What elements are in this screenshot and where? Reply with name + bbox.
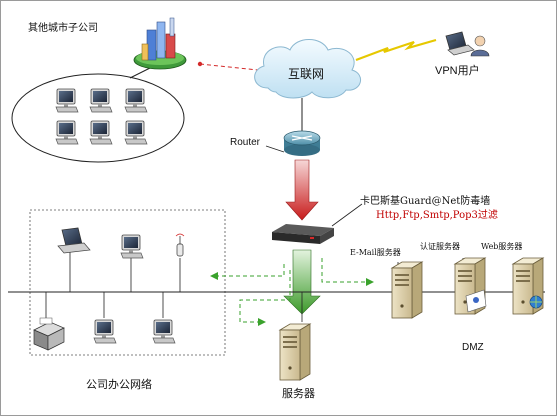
office-network-label: 公司办公网络 (86, 378, 152, 391)
office-pc-icon (93, 319, 117, 344)
branch-pc-icon (55, 88, 79, 113)
firewall-label-leader (331, 203, 363, 227)
office-laptop-icon (57, 227, 91, 254)
city-buildings-icon (133, 17, 187, 70)
branch-office-label: 其他城市子公司 (28, 23, 98, 34)
branch-pc-icon (89, 120, 113, 145)
web-server-label: Web服务器 (481, 242, 523, 251)
auth-server-icon (454, 257, 487, 315)
link-endpoint (197, 61, 203, 67)
router-label-leader (265, 145, 285, 153)
inbound-traffic-arrow (285, 159, 319, 221)
dmz-traffic-link (321, 258, 372, 283)
office-pc-icon (152, 319, 176, 344)
vpn-user-label: VPN用户 (435, 65, 480, 77)
email-server-label: E-Mail服务器 (350, 248, 401, 257)
server-label: 服务器 (282, 387, 315, 400)
internet-cloud-icon (254, 39, 361, 99)
firewall-filters-label: Http,Ftp,Smtp,Pop3过滤 (376, 210, 498, 221)
branch-connector (129, 67, 151, 79)
office-pc-icon (120, 234, 144, 259)
auth-server-label: 认证服务器 (420, 242, 460, 251)
office-traffic-link (212, 264, 285, 277)
branch-internet-link (199, 63, 259, 71)
outbound-traffic-arrow (283, 249, 321, 315)
wireless-ap-icon (175, 233, 185, 257)
router-icon (283, 130, 321, 156)
dmz-label: DMZ (462, 342, 484, 353)
branch-pc-icon (124, 120, 148, 145)
branch-office-ellipse (11, 73, 185, 163)
laptop-icon (445, 31, 475, 56)
internet-label: 互联网 (288, 67, 325, 81)
branch-pc-icon (55, 120, 79, 145)
printer-icon (33, 317, 65, 351)
office-network-boundary (29, 209, 226, 356)
branch-pc-icon (89, 88, 113, 113)
firewall-name-label: 卡巴斯基Guard@Net防毒墙 (360, 196, 491, 207)
router-label: Router (230, 137, 261, 148)
user-icon (470, 35, 490, 57)
firewall-appliance-icon (272, 224, 334, 244)
email-server-icon (391, 261, 423, 319)
vpn-lightning-icon (355, 38, 437, 62)
branch-pc-icon (124, 88, 148, 113)
web-server-icon (512, 257, 544, 315)
main-server-icon (279, 323, 311, 381)
server-traffic-link (239, 270, 291, 323)
